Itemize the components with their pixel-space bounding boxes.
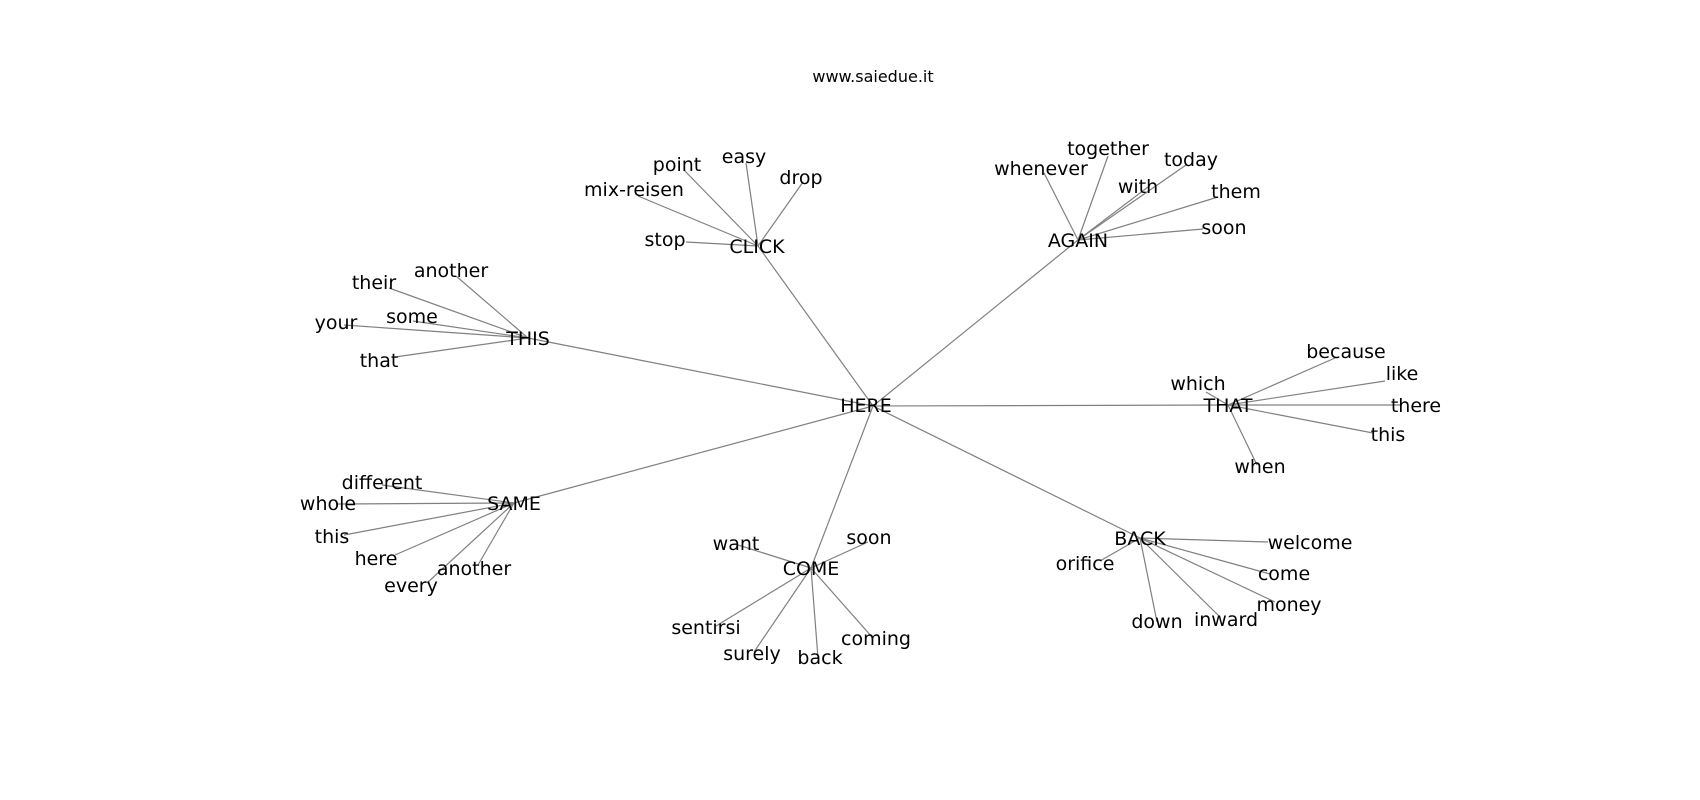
leaf-node-back-inward: inward [1194, 609, 1258, 631]
hub-node-that: THAT [1202, 395, 1252, 417]
leaf-node-that-which: which [1170, 373, 1225, 395]
leaf-node-back-down: down [1131, 611, 1182, 633]
edge-center-this [527, 337, 874, 407]
leaf-node-same-different: different [342, 472, 423, 494]
leaf-node-come-surely: surely [723, 643, 781, 665]
leaf-node-same-another: another [437, 558, 511, 580]
leaf-node-this-your: your [315, 312, 358, 334]
edge-that-this [1227, 404, 1374, 434]
hub-node-click: CLICK [729, 236, 785, 258]
edge-this-another [455, 275, 529, 339]
leaf-node-again-together: together [1067, 138, 1149, 160]
edge-center-come [810, 405, 874, 569]
edge-back-money [1139, 537, 1276, 603]
leaf-node-same-every: every [384, 575, 438, 597]
edge-same-another [477, 502, 515, 566]
edge-again-together [1077, 155, 1109, 241]
edge-back-come [1139, 537, 1271, 575]
edge-this-some [412, 320, 529, 339]
edge-same-this [343, 502, 515, 536]
edge-center-back [872, 405, 1141, 539]
leaf-node-come-want: want [713, 533, 760, 555]
edge-come-surely [753, 567, 812, 653]
leaf-node-back-welcome: welcome [1268, 532, 1353, 554]
edge-click-mix-reisen [637, 195, 759, 247]
leaf-node-that-because: because [1306, 341, 1385, 363]
center-node-label: HERE [840, 395, 892, 417]
edge-same-different [381, 484, 515, 504]
diagram-title: www.saiedue.it [812, 67, 933, 86]
leaf-node-click-easy: easy [722, 146, 766, 168]
hub-node-come: COME [783, 558, 840, 580]
edge-come-back [810, 567, 819, 659]
leaf-node-same-this: this [315, 526, 350, 548]
hub-node-again: AGAIN [1048, 230, 1108, 252]
edge-center-that [872, 404, 1229, 407]
leaf-node-that-like: like [1386, 363, 1419, 385]
leaf-node-come-soon: soon [846, 527, 891, 549]
edge-center-again [872, 239, 1079, 407]
leaf-node-again-soon: soon [1201, 217, 1246, 239]
edge-same-whole [335, 502, 515, 505]
leaf-node-same-whole: whole [300, 493, 356, 515]
edge-back-inward [1139, 537, 1221, 618]
leaf-node-back-orifice: orifice [1056, 553, 1115, 575]
edges-layer [335, 155, 1400, 659]
leaf-node-click-stop: stop [644, 229, 685, 251]
edge-again-today [1077, 164, 1187, 241]
edge-again-whenever [1043, 172, 1079, 241]
edge-come-want [737, 544, 812, 569]
hub-node-this: THIS [505, 328, 550, 350]
leaf-node-again-with: with [1118, 176, 1158, 198]
leaf-node-come-sentirsi: sentirsi [671, 617, 740, 639]
edge-that-which [1205, 391, 1229, 406]
leaf-node-that-this: this [1371, 424, 1406, 446]
leaf-node-this-that: that [360, 350, 399, 372]
edge-that-like [1227, 380, 1386, 406]
hub-node-same: SAME [487, 493, 541, 515]
leaf-node-that-when: when [1234, 456, 1285, 478]
leaf-node-again-whenever: whenever [994, 158, 1088, 180]
edge-this-your [343, 324, 529, 339]
edge-again-them [1077, 196, 1219, 241]
edge-click-stop [685, 241, 759, 247]
leaf-node-same-here: here [355, 548, 398, 570]
edge-click-point [683, 169, 759, 247]
edge-same-every [426, 502, 515, 584]
leaf-node-again-today: today [1164, 149, 1218, 171]
leaf-node-back-come: come [1258, 563, 1310, 585]
leaf-node-come-coming: coming [841, 628, 911, 650]
leaf-node-click-drop: drop [779, 167, 822, 189]
leaf-node-this-another: another [414, 260, 488, 282]
leaf-node-click-point: point [653, 154, 701, 176]
edge-come-sentirsi [715, 567, 812, 627]
leaf-node-this-some: some [386, 306, 438, 328]
edge-again-soon [1077, 228, 1204, 241]
edge-same-here [394, 502, 515, 556]
edge-come-coming [810, 567, 873, 638]
edge-this-their [388, 287, 529, 339]
hub-node-back: BACK [1114, 528, 1166, 550]
edge-come-soon [810, 541, 869, 569]
edge-back-welcome [1139, 537, 1269, 543]
leaf-node-this-their: their [352, 272, 396, 294]
leaf-node-come-back: back [797, 647, 842, 669]
labels-layer: HERE CLICK point easy drop mix-reisen stop AGAI… [300, 138, 1441, 669]
edge-center-same [513, 405, 874, 504]
edge-again-with [1077, 186, 1149, 241]
edge-this-that [394, 337, 529, 358]
leaf-node-that-there: there [1391, 395, 1441, 417]
edge-click-drop [757, 181, 804, 247]
edge-back-down [1139, 537, 1158, 623]
leaf-node-back-money: money [1256, 594, 1321, 616]
leaf-node-click-mix-reisen: mix-reisen [584, 179, 684, 201]
leaf-node-again-them: them [1211, 181, 1261, 203]
edge-that-because [1227, 357, 1336, 406]
edge-that-when [1227, 404, 1258, 466]
edge-center-click [757, 245, 874, 407]
edge-click-easy [745, 162, 759, 247]
edge-back-orifice [1099, 537, 1141, 562]
